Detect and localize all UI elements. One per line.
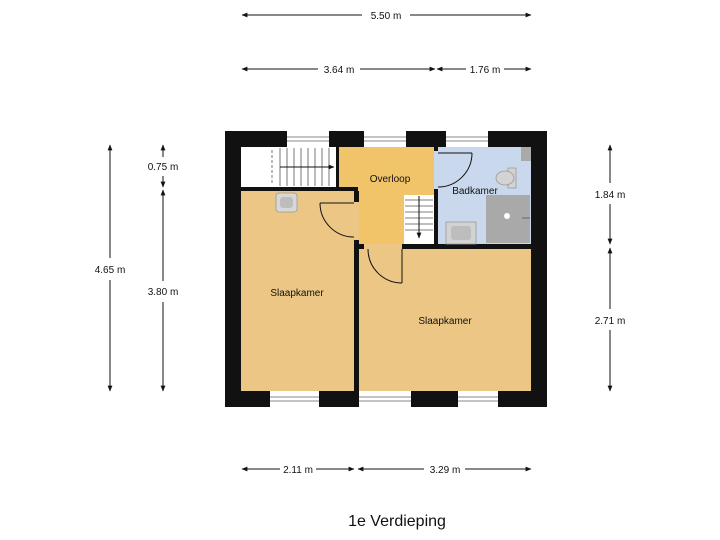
- window-overloop: [364, 131, 406, 147]
- door-opening-left-bedroom: [354, 202, 359, 240]
- dimension-bottom-left: 2.11 m: [241, 465, 355, 476]
- dimension-left-bottom-label: 3.80 m: [148, 287, 179, 298]
- window-right-bedroom-2: [458, 391, 498, 407]
- window-stairwell: [287, 131, 329, 147]
- dimension-bottom-right-label: 3.29 m: [430, 465, 461, 476]
- dimension-right-top: 1.84 m: [595, 144, 626, 245]
- dimension-top-right: 1.76 m: [436, 65, 532, 76]
- stairs-lower: [405, 196, 433, 239]
- door-opening-bathroom: [434, 151, 438, 189]
- room-label-overloop: Overloop: [370, 174, 411, 185]
- dimension-left-top: 0.75 m: [148, 144, 179, 188]
- dimension-left-top-label: 0.75 m: [148, 162, 179, 173]
- dimension-left-bottom: 3.80 m: [148, 189, 179, 392]
- door-opening-right-bedroom: [364, 244, 402, 249]
- door-left-bedroom: [319, 202, 355, 238]
- wall-overloop-bottom: [359, 244, 531, 249]
- dimension-top-total-label: 5.50 m: [371, 11, 402, 22]
- washbasin: [445, 221, 477, 245]
- door-right-bedroom: [367, 248, 403, 284]
- dimension-top-left-label: 3.64 m: [324, 65, 355, 76]
- dimension-right-bottom-label: 2.71 m: [595, 316, 626, 327]
- dimension-top-total: 5.50 m: [241, 11, 532, 22]
- slaapkamer-left-floor: [241, 191, 354, 391]
- room-label-badkamer: Badkamer: [452, 186, 498, 197]
- window-badkamer: [446, 131, 488, 147]
- toilet: [495, 167, 517, 189]
- window-right-bedroom-1: [359, 391, 411, 407]
- dimension-top-right-label: 1.76 m: [470, 65, 501, 76]
- wall-stairwell-bottom: [238, 187, 358, 191]
- dimension-left-total-label: 4.65 m: [95, 265, 126, 276]
- stairs-upper: [271, 148, 335, 186]
- floor-title: 1e Verdieping: [348, 513, 446, 530]
- wall-stairwell-right: [336, 147, 339, 191]
- shower: [486, 195, 530, 243]
- wall-left-bedroom-right: [354, 191, 359, 391]
- dimension-bottom-right: 3.29 m: [357, 465, 532, 476]
- dimension-right-top-label: 1.84 m: [595, 190, 626, 201]
- window-left-bedroom: [270, 391, 319, 407]
- slaapkamer-right-floor: [359, 249, 531, 391]
- room-label-slaapkamer-right: Slaapkamer: [418, 316, 472, 327]
- sink-left-bedroom: [275, 192, 298, 213]
- room-label-slaapkamer-left: Slaapkamer: [270, 288, 324, 299]
- dimension-right-bottom: 2.71 m: [595, 247, 626, 392]
- dimension-bottom-left-label: 2.11 m: [283, 465, 313, 476]
- wall-bathroom-left: [434, 147, 438, 244]
- bathroom-vent: [521, 147, 531, 161]
- dimension-left-total: 4.65 m: [95, 144, 126, 392]
- dimension-top-left: 3.64 m: [241, 65, 436, 76]
- door-bathroom: [437, 152, 473, 188]
